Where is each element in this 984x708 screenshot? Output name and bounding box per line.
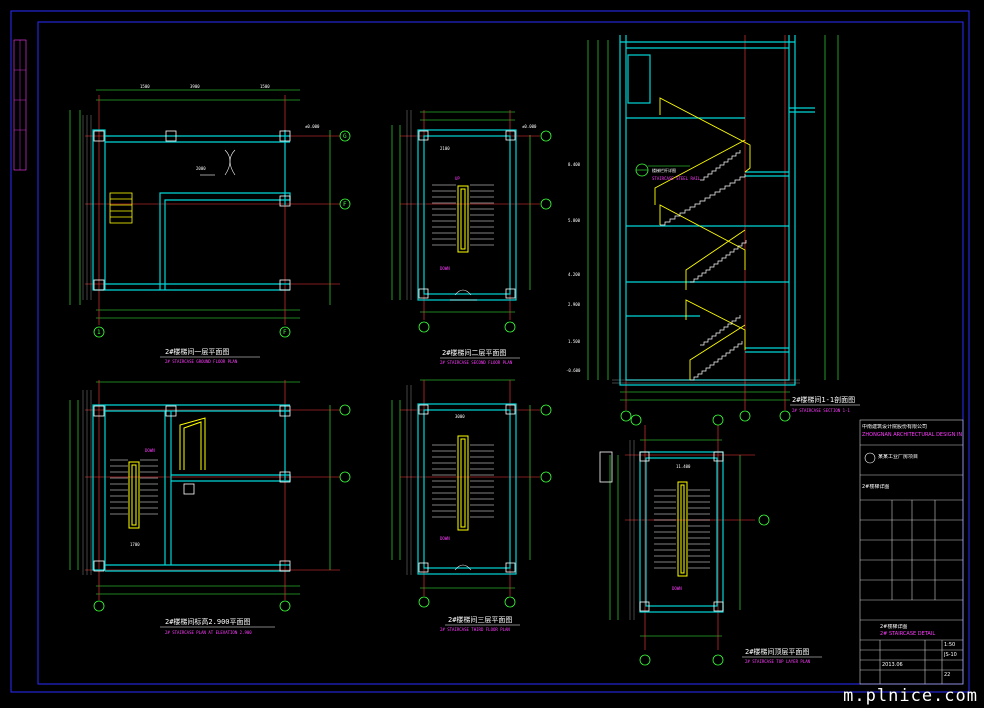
inner-frame	[37, 21, 964, 685]
title-block	[859, 419, 964, 685]
level-label: 5.800	[568, 218, 581, 223]
direction-label: DOWN	[440, 266, 450, 271]
section-ground-hatch	[612, 379, 800, 384]
direction-label: UP	[455, 176, 460, 181]
level-label: 11.400	[676, 464, 691, 469]
dim-text: 2100	[440, 146, 450, 151]
title-block-drawing-name: 2#楼梯详图	[862, 484, 890, 490]
dim-text: 1500	[260, 84, 270, 89]
title-block-sheet-no: 22	[944, 672, 951, 678]
detail-tag: 楼梯栏杆详图	[652, 167, 676, 173]
title-block-company-en: ZHONGNAN ARCHITECTURAL DESIGN INSTITUTE …	[862, 432, 962, 438]
section-stair-rails	[654, 97, 751, 380]
direction-label: DOWN	[145, 448, 155, 453]
drawing-title-cn: 2#楼梯间顶层平面图	[745, 647, 809, 656]
dim-text: 1700	[130, 542, 140, 547]
detail-tag-en: STAIRCASE STEEL RAIL	[652, 176, 701, 181]
section-1-1: 楼梯栏杆详图 STAIRCASE STEEL RAIL 8.400 5.800 …	[566, 35, 860, 422]
grid-label-g: G	[343, 133, 347, 140]
level-label: ±0.000	[305, 124, 320, 129]
dim-text: 1500	[140, 84, 150, 89]
watermark: m.plnice.com	[843, 686, 978, 706]
plan-ground-walls	[92, 129, 291, 291]
section-flight-steps	[660, 150, 747, 381]
dim-text: 3900	[190, 84, 200, 89]
drawing-title-en: 2# STAIRCASE THIRD FLOOR PLAN	[440, 627, 510, 632]
plan-ground-floor: 1 F G F 1500 3900 1500 2000 ±0.000 2#楼梯间…	[69, 84, 351, 364]
drawing-title-en: 2# STAIRCASE SECTION 1-1	[792, 408, 850, 413]
drawing-title-en: 2# STAIRCASE SECOND FLOOR PLAN	[440, 360, 513, 365]
drawing-title-en: 2# STAIRCASE GROUND FLOOR PLAN	[165, 359, 238, 364]
plan-second-treads	[432, 184, 494, 246]
plan-second-floor: 2100 DOWN UP ±0.000 2#楼梯间二层平面图 2# STAIRC…	[391, 110, 552, 365]
direction-label: DOWN	[440, 536, 450, 541]
plan-ground-stair	[109, 192, 133, 224]
binding-strip	[13, 39, 27, 171]
direction-label: DOWN	[672, 586, 682, 591]
section-detail-marker	[635, 163, 690, 177]
plan-ground-grid-bubbles	[93, 130, 351, 338]
level-label: 4.200	[568, 272, 581, 277]
plan-ground-door	[200, 149, 236, 176]
grid-label-1: 1	[97, 329, 101, 336]
drawing-title-en: 2# STAIRCASE PLAN AT ELEVATION 2.900	[165, 630, 252, 635]
grid-label-f2: F	[343, 201, 347, 208]
level-label: -0.600	[566, 368, 581, 373]
title-block-project-name: 某某工业厂房项目	[878, 454, 919, 460]
plan-ground-columns	[93, 130, 291, 291]
title-block-scale: 1:50	[944, 642, 956, 648]
drawing-title-cn: 2#楼梯间一层平面图	[165, 347, 229, 356]
plan-ground-hatch	[82, 115, 92, 300]
grid-label-f: F	[283, 329, 287, 336]
level-label: 8.400	[568, 162, 581, 167]
plan-third-floor: 3000 DOWN 2#楼梯间三层平面图 2# STAIRCASE THIRD …	[391, 379, 552, 632]
title-block-company: 中南建筑设计院股份有限公司	[862, 424, 928, 430]
plan-second-well	[457, 185, 469, 253]
plan-mezzanine: DOWN 1700 2#楼梯间标高2.900平面图 2# STAIRCASE P…	[69, 380, 351, 635]
title-block-date: 2013.06	[882, 662, 903, 668]
drawing-title-cn: 2#楼梯间标高2.900平面图	[165, 617, 251, 626]
drawing-title-cn: 2#楼梯间1-1剖面图	[792, 395, 855, 404]
level-label: ±0.000	[522, 124, 537, 129]
title-block-drawing-no: JS-10	[944, 652, 957, 658]
level-label: 2.900	[568, 302, 581, 307]
title-block-sheet-title-en: 2# STAIRCASE DETAIL	[880, 631, 936, 637]
title-block-sheet-title: 2#楼梯详图	[880, 624, 908, 630]
door-label: 2000	[196, 166, 206, 171]
outer-frame	[10, 10, 970, 693]
plan-ground-dimensions	[69, 89, 331, 319]
plan-top-layer: 11.400 DOWN 2#楼梯间顶层平面图 2# STAIRCASE TOP …	[599, 414, 822, 666]
drawing-title-en: 2# STAIRCASE TOP LAYER PLAN	[745, 659, 811, 664]
level-label: 1.500	[568, 339, 581, 344]
drawing-title-cn: 2#楼梯间二层平面图	[442, 348, 506, 357]
drawing-title-cn: 2#楼梯间三层平面图	[448, 615, 512, 624]
dim-text: 3000	[455, 414, 465, 419]
